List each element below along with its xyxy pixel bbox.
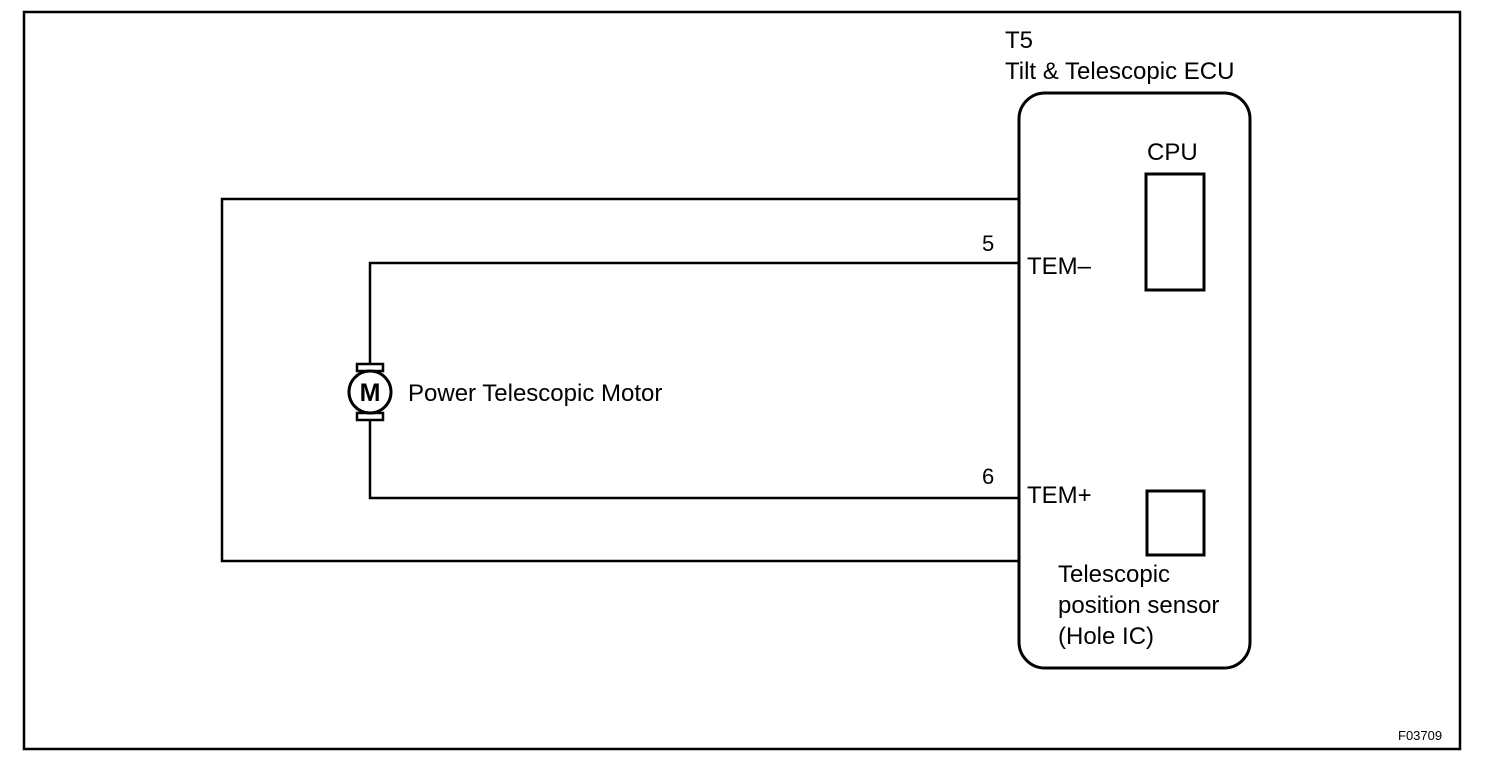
tem-plus-wire: [368, 420, 1019, 500]
sensor-label-line-3: (Hole IC): [1058, 623, 1154, 650]
tem-minus-wire: [368, 261, 1019, 364]
figure-code: F03709: [1398, 728, 1442, 743]
ecu-name: Tilt & Telescopic ECU: [1005, 58, 1234, 85]
sensor-label-line-1: Telescopic: [1058, 561, 1170, 588]
motor-label: Power Telescopic Motor: [408, 380, 662, 407]
terminal-6-pin: 6: [982, 464, 994, 489]
cpu-block: [1144, 172, 1206, 292]
sensor-label-line-2: position sensor: [1058, 592, 1219, 619]
position-sensor-block: [1145, 489, 1206, 557]
terminal-6-name: TEM+: [1027, 482, 1092, 509]
motor-letter: M: [360, 379, 381, 407]
terminal-5-pin: 5: [982, 231, 994, 256]
terminal-5-name: TEM–: [1027, 253, 1092, 280]
ecu-connector-code: T5: [1005, 27, 1033, 54]
sensor-loop-wire: [220, 197, 1019, 563]
cpu-label: CPU: [1147, 139, 1198, 166]
diagram-frame: [22, 10, 1462, 751]
motor-symbol: M: [347, 362, 393, 422]
